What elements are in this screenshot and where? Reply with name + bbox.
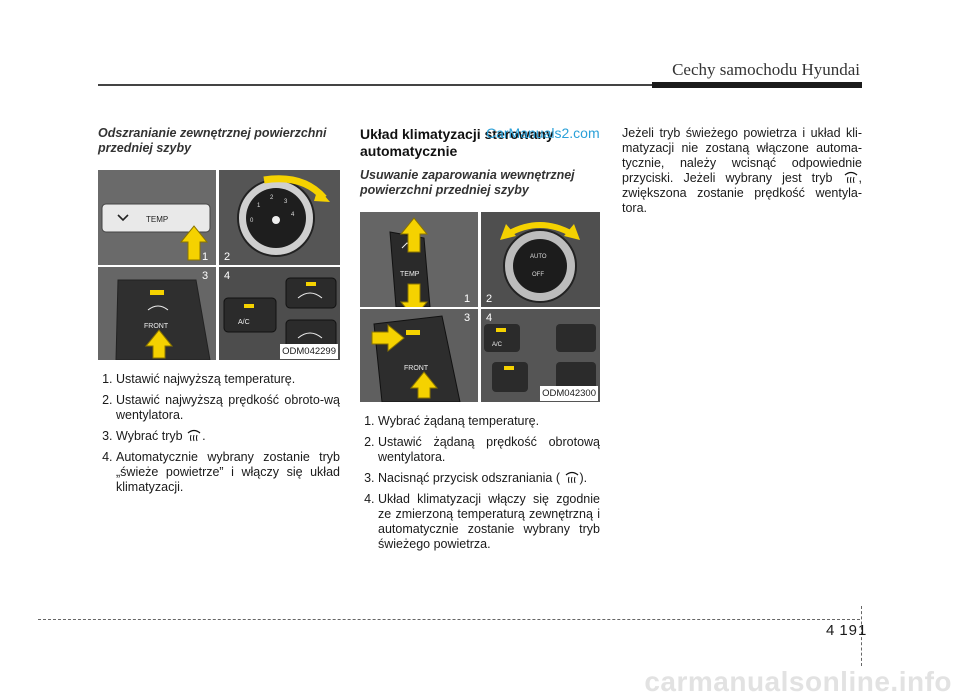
front-label-1: FRONT [144, 323, 169, 330]
fresh-air-icon [297, 292, 323, 299]
svg-text:3: 3 [284, 199, 288, 205]
callout-4: 4 [486, 312, 493, 324]
section-subheading: Usuwanie zaparowania wewnętrznej powierz… [360, 168, 575, 197]
front-label-2: FRONT [404, 365, 429, 372]
section-heading: Układ klimatyzacji sterowany automatyczn… [360, 125, 600, 159]
list-item: Układ klimatyzacji włączy się zgodnie ze… [378, 492, 600, 552]
callout-3: 3 [464, 312, 471, 324]
figure-code: ODM042299 [280, 344, 338, 359]
ac-label-1: A/C [238, 319, 250, 326]
front-defrost-icon [565, 471, 578, 484]
callout-1: 1 [464, 293, 471, 305]
arrow-rotate-icon [314, 188, 330, 202]
temp-label-2: TEMP [400, 271, 420, 278]
recirculation-icon [297, 332, 323, 339]
figure-illustration: TEMP AUTO OFF FRONT A/C [360, 212, 600, 403]
chapter-number: 4 [826, 622, 836, 639]
svg-text:2: 2 [270, 195, 274, 201]
off-label: OFF [532, 272, 544, 278]
figure-exterior-defrost: TEMP 0 1 2 3 4 FRONT A/C [98, 170, 340, 361]
figure-interior-defog: TEMP AUTO OFF FRONT A/C [360, 212, 600, 403]
watermark-text: CarManuals2.com [486, 125, 600, 141]
steps-list: Ustawić najwyższą temperaturę. Ustawić n… [98, 372, 340, 495]
middle-column: Układ klimatyzacji sterowany automatyczn… [360, 125, 600, 558]
figure-illustration: TEMP 0 1 2 3 4 FRONT A/C [98, 170, 340, 361]
list-item: Wybrać żądaną temperaturę. [378, 414, 600, 429]
header-rule [98, 84, 652, 86]
list-item: Automatycznie wybrany zostanie tryb „świ… [116, 450, 340, 495]
list-item: Ustawić najwyższą temperaturę. [116, 372, 340, 387]
front-defrost-icon [844, 171, 857, 184]
section-subheading: Odszranianie zewnętrznej powierzchni prz… [98, 126, 327, 155]
callout-1: 1 [202, 251, 209, 263]
left-column: Odszranianie zewnętrznej powierzchni prz… [98, 126, 340, 501]
arrow-up-icon [144, 329, 174, 359]
site-watermark: carmanualsonline.info [644, 666, 952, 697]
footer-rule [38, 619, 860, 620]
front-defrost-icon [187, 429, 201, 442]
arrow-up-icon [179, 225, 209, 261]
callout-3: 3 [202, 270, 209, 282]
auto-label: AUTO [530, 254, 547, 260]
figure-code: ODM042300 [540, 386, 598, 401]
list-item: Ustawić najwyższą prędkość obroto-wą wen… [116, 393, 340, 423]
running-header: Cechy samochodu Hyundai [672, 60, 860, 79]
steps-list: Wybrać żądaną temperaturę. Ustawić żądan… [360, 414, 600, 552]
arrow-rotate-icon [564, 224, 580, 240]
list-item: Nacisnąć przycisk odszraniania ( ). [378, 471, 600, 486]
callout-4: 4 [224, 270, 231, 282]
header-bar [652, 82, 862, 88]
right-column: Jeżeli tryb świeżego powietrza i układ k… [622, 126, 862, 216]
svg-text:1: 1 [257, 203, 261, 209]
ac-label-2: A/C [492, 342, 503, 348]
page-index: 191 [839, 622, 868, 639]
fan-icon [272, 216, 280, 224]
list-item: Ustawić żądaną prędkość obrotową wentyla… [378, 435, 600, 465]
svg-text:0: 0 [250, 218, 254, 224]
defrost-icon [147, 305, 169, 311]
callout-2: 2 [486, 293, 493, 305]
svg-text:4: 4 [291, 212, 295, 218]
body-paragraph: Jeżeli tryb świeżego powietrza i układ k… [622, 126, 863, 215]
list-item: Wybrać tryb . [116, 429, 340, 444]
callout-2: 2 [224, 251, 231, 263]
temp-label-1: TEMP [146, 215, 168, 224]
footer-divider [861, 606, 862, 666]
